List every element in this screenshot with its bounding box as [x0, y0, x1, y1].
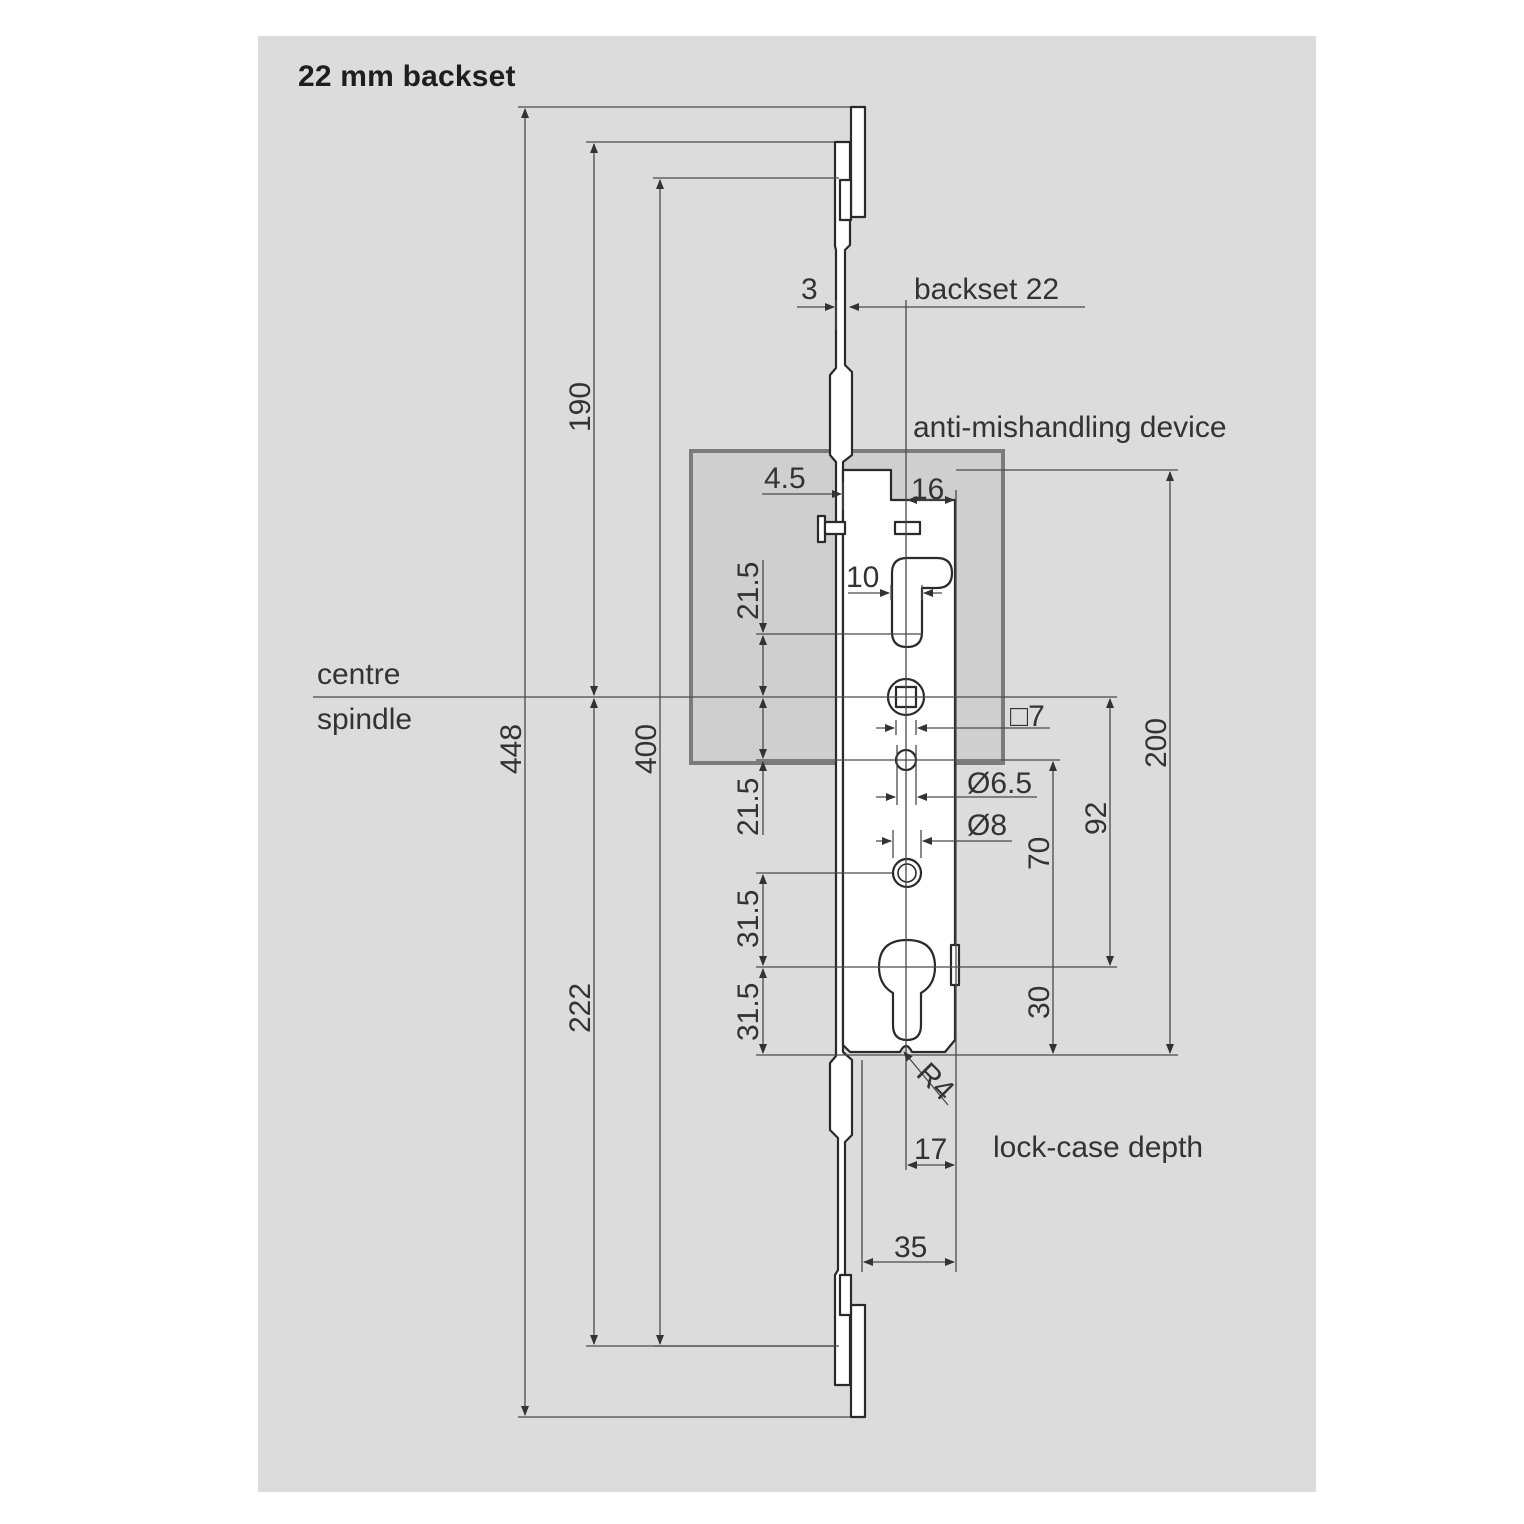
dim-200: 200: [1140, 718, 1173, 768]
dim-16: 16: [911, 473, 944, 506]
dim-35: 35: [894, 1231, 927, 1264]
dim-10: 10: [846, 561, 879, 594]
label-centre: centre: [317, 658, 400, 691]
dimension-lines: [521, 108, 1174, 1416]
dim-31-5-lower: 31.5: [732, 983, 765, 1041]
label-lockcase-depth: lock-case depth: [993, 1131, 1203, 1164]
dim-dia8: Ø8: [967, 809, 1007, 842]
drawing-title: 22 mm backset: [298, 60, 516, 93]
dim-92: 92: [1080, 802, 1113, 835]
dim-21-5-upper: 21.5: [732, 562, 765, 620]
dim-448: 448: [495, 724, 528, 774]
annotations: backset 22 anti-mishandling device centr…: [317, 273, 1227, 1264]
dim-400: 400: [630, 724, 663, 774]
dim-3: 3: [801, 273, 818, 306]
dim-190: 190: [564, 382, 597, 432]
dim-17: 17: [914, 1133, 947, 1166]
dim-70: 70: [1023, 837, 1056, 870]
dim-21-5-lower: 21.5: [732, 778, 765, 836]
dim-31-5-upper: 31.5: [732, 890, 765, 948]
dim-r4: R4: [910, 1057, 960, 1107]
dim-30: 30: [1023, 986, 1056, 1019]
dim-sq7: □7: [1010, 700, 1045, 733]
label-backset: backset 22: [914, 273, 1059, 306]
label-anti-mishandling: anti-mishandling device: [913, 411, 1227, 444]
dim-4-5: 4.5: [764, 462, 806, 495]
dim-dia6-5: Ø6.5: [967, 767, 1032, 800]
lock-body: [816, 105, 961, 1419]
dim-222: 222: [564, 983, 597, 1033]
label-spindle: spindle: [317, 703, 412, 736]
extension-lines: [313, 106, 1178, 1418]
